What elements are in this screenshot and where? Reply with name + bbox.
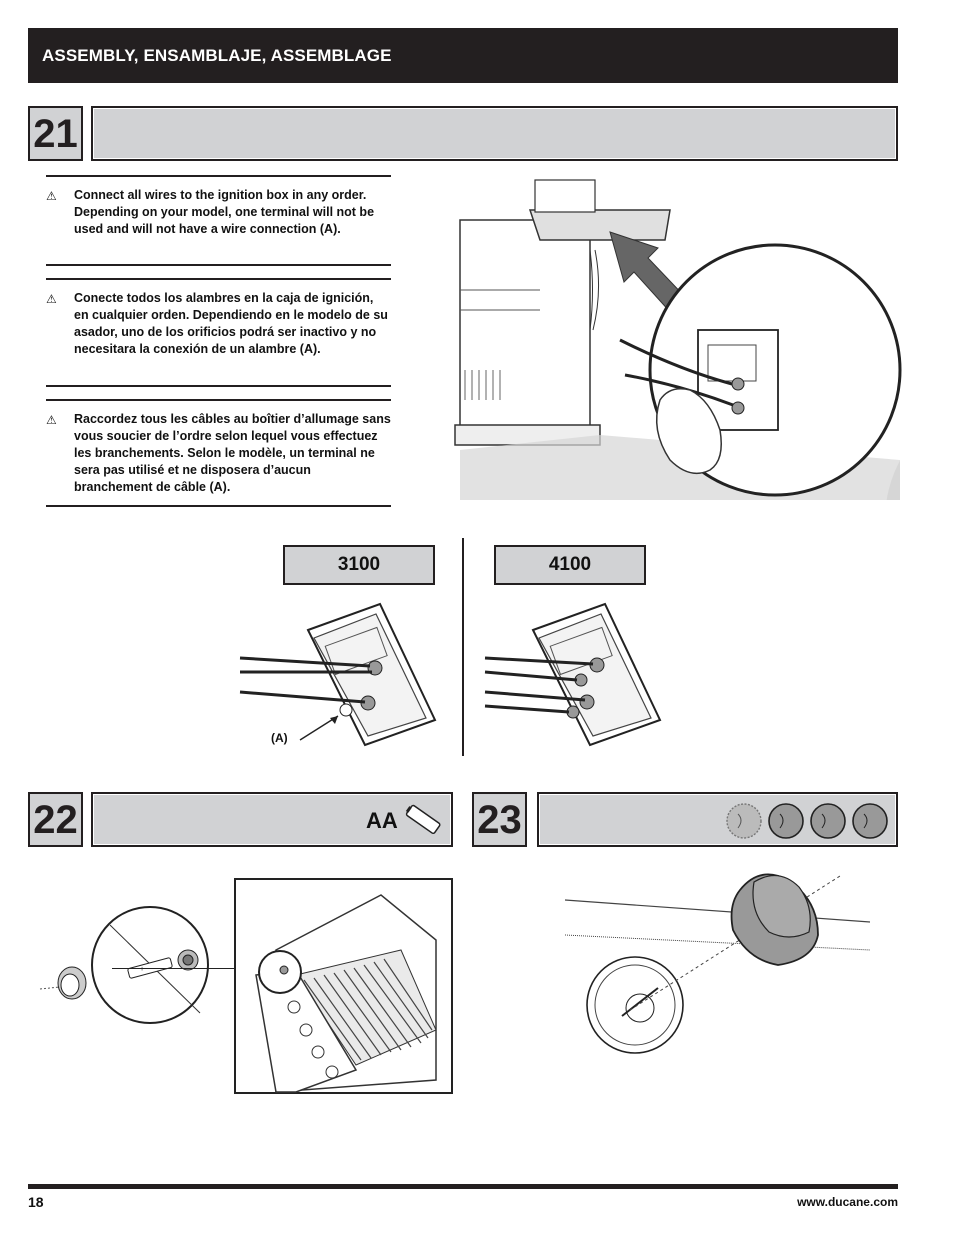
battery-install-illustration: +: [39, 906, 209, 1024]
callout-line: [112, 968, 234, 969]
page-number: 18: [28, 1194, 44, 1210]
step-21-bar: [91, 106, 898, 161]
instruction-text: Conecte todos los alambres en la caja de…: [74, 291, 388, 356]
callout-a: (A): [271, 731, 288, 745]
instruction-text: Raccordez tous les câbles au boîtier d’a…: [74, 412, 391, 494]
step-22-bar: [91, 792, 453, 847]
warning-icon: ⚠: [46, 413, 57, 427]
hardware-label-aa: AA: [366, 808, 398, 833]
divider: [46, 505, 391, 507]
knob-install-illustration: [564, 873, 871, 1054]
instruction-fr: ⚠ Raccordez tous les câbles au boîtier d’…: [46, 411, 391, 496]
step-number-22: 22: [28, 792, 83, 847]
aa-battery-icon: [405, 804, 441, 835]
header-bar: [28, 28, 898, 83]
model-divider: [462, 538, 464, 756]
divider: [46, 264, 391, 266]
svg-text:+: +: [140, 966, 144, 973]
ignition-box-4100-illustration: [484, 602, 662, 747]
step-number-21: 21: [28, 106, 83, 161]
warning-icon: ⚠: [46, 292, 57, 306]
model-label-4100: 4100: [494, 545, 646, 585]
divider: [46, 399, 391, 401]
model-label-3100: 3100: [283, 545, 435, 585]
divider: [46, 385, 391, 387]
divider: [46, 278, 391, 280]
grill-side-ignition-illustration: [454, 179, 902, 500]
warning-icon: ⚠: [46, 189, 57, 203]
website-link[interactable]: www.ducane.com: [797, 1195, 898, 1209]
divider: [46, 175, 391, 177]
control-knobs-icon: [726, 803, 888, 839]
section-title: ASSEMBLY, ENSAMBLAJE, ASSEMBLAGE: [42, 46, 392, 65]
grill-firebox-illustration: [255, 894, 437, 1093]
instruction-text: Connect all wires to the ignition box in…: [74, 188, 375, 236]
ignition-box-3100-illustration: [239, 602, 437, 747]
instruction-es: ⚠ Conecte todos los alambres en la caja d…: [46, 290, 391, 358]
step-number-23: 23: [472, 792, 527, 847]
instruction-en: ⚠ Connect all wires to the ignition box i…: [46, 187, 391, 238]
footer-rule: [28, 1184, 898, 1189]
